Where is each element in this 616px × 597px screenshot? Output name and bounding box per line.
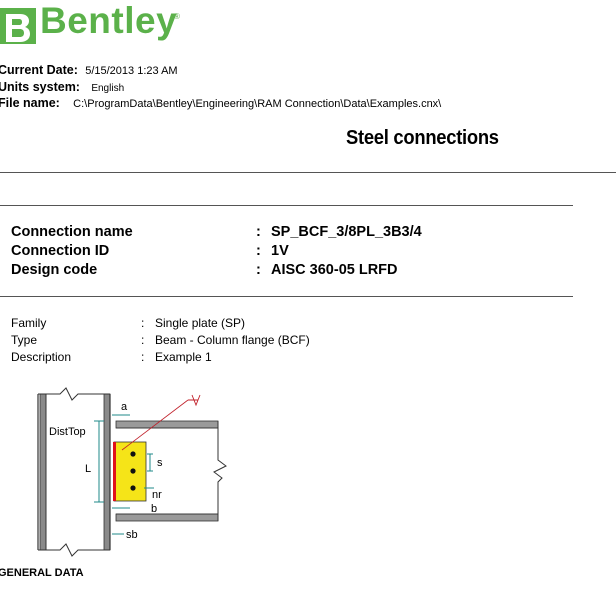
units-value: English [91,83,125,94]
weld-leader-line [121,399,189,451]
section-general-data: GENERAL DATA [0,567,84,579]
connection-diagram: a DistTop L s nr b sb [37,387,227,557]
design-code-separator: : [256,262,261,278]
divider-top [0,172,616,173]
dim-label-disttop: DistTop [49,426,86,438]
shear-plate [113,441,147,502]
weld-symbol-icon [188,394,201,407]
dim-label-nr: nr [152,489,162,501]
current-date-label: Current Date: [0,63,78,77]
dim-label-a: a [121,401,128,413]
family-separator: : [141,316,145,330]
dimension-lines [94,414,154,535]
dim-label-s: s [157,457,163,469]
design-code-value: AISC 360-05 LRFD [271,262,398,278]
family-label: Family [11,316,47,330]
connection-name-value: SP_BCF_3/8PL_3B3/4 [271,224,422,240]
file-name-row: File name: C:\ProgramData\Bentley\Engine… [0,96,441,110]
family-value: Single plate (SP) [155,316,246,330]
bentley-logo: Bentley ® [0,0,196,46]
brand-name: Bentley [40,0,178,41]
beam-shape [115,420,227,522]
dim-label-sb: sb [126,529,138,541]
connection-name-label: Connection name [11,224,133,240]
type-separator: : [141,333,145,347]
description-label: Description [11,350,72,364]
connection-id-separator: : [256,243,261,259]
description-value: Example 1 [155,350,212,364]
connection-id-value: 1V [271,243,289,259]
design-code-label: Design code [11,262,98,278]
connection-name-separator: : [256,224,261,240]
file-name-label: File name: [0,96,60,110]
current-date-value: 5/15/2013 1:23 AM [85,65,178,77]
divider-connection-bottom [0,296,573,297]
weld [113,442,116,501]
type-value: Beam - Column flange (BCF) [155,333,310,347]
units-label: Units system: [0,80,80,94]
dim-label-b: b [151,503,157,515]
dim-label-l: L [85,463,91,475]
type-label: Type [11,333,38,347]
connection-id-label: Connection ID [11,243,110,259]
registered-mark: ® [174,12,180,21]
file-name-value: C:\ProgramData\Bentley\Engineering\RAM C… [73,98,442,110]
current-date-row: Current Date: 5/15/2013 1:23 AM [0,63,178,77]
units-row: Units system: English [0,80,124,94]
report-title: Steel connections [346,127,499,149]
column-shape [37,387,111,557]
bentley-b-icon [0,8,36,44]
bolt-2-icon [130,468,136,474]
description-separator: : [141,350,145,364]
bolt-1-icon [130,451,136,457]
bolt-3-icon [130,485,136,491]
divider-connection-top [0,205,573,206]
